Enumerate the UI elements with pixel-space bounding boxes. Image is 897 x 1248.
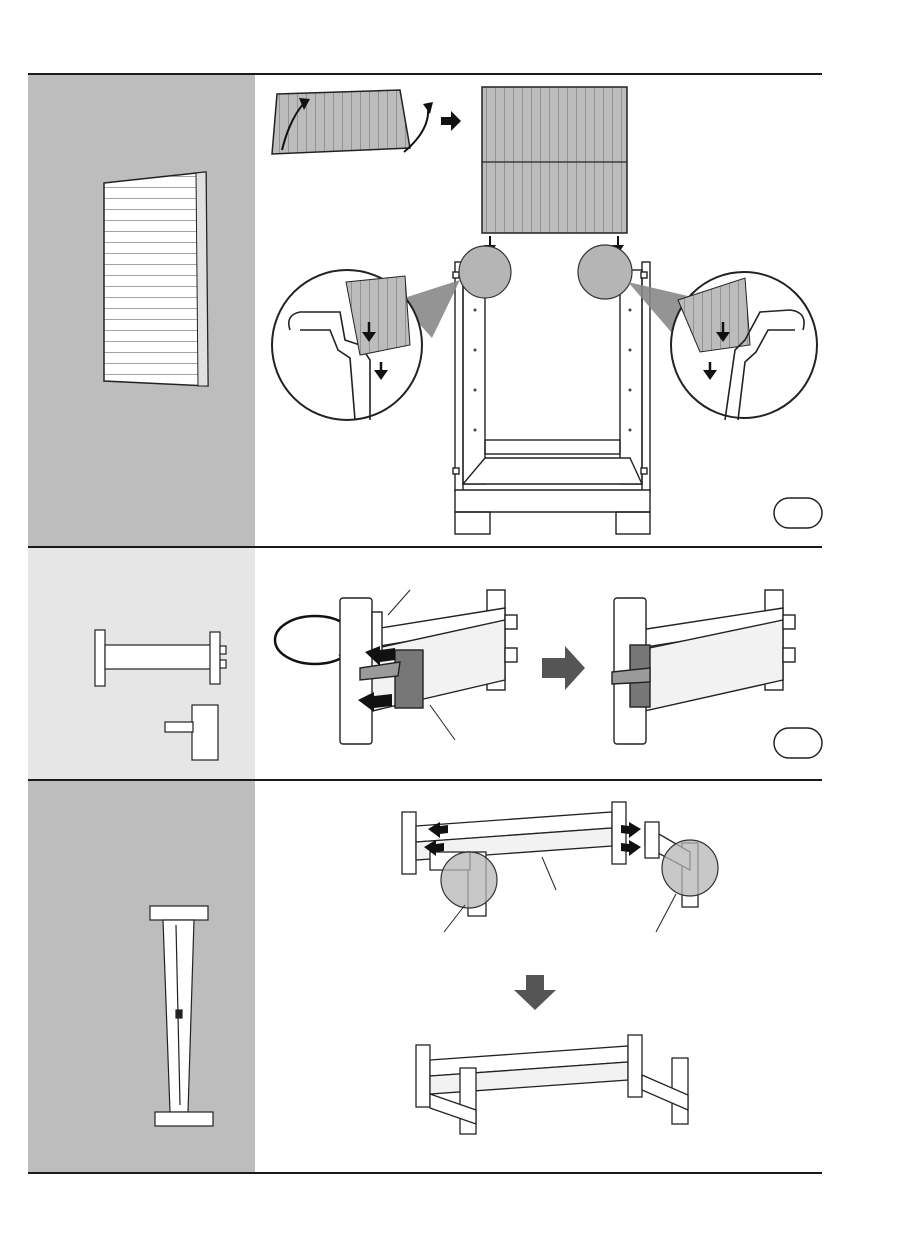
clip-assembly-after: [612, 590, 795, 744]
sidebar-clip-rail: [95, 630, 226, 686]
folded-panel: [272, 90, 433, 154]
sidebar-wall-panel: [104, 172, 208, 386]
step-badge-1: [774, 498, 822, 528]
clip-assembly-before: [340, 590, 517, 744]
base-exploded: [402, 802, 698, 916]
arrow-down-icon: [514, 975, 556, 1010]
cabinet-frame: [453, 262, 650, 534]
magnifier-circle-icon: [459, 246, 511, 298]
arrow-right-icon: [441, 111, 461, 131]
arrow-right-icon: [542, 646, 585, 690]
magnifier-circle-icon: [578, 245, 632, 299]
zoom-detail-right: [671, 272, 817, 420]
sidebar-base-beam: [150, 906, 213, 1126]
sidebar-clip-part: [165, 705, 218, 760]
magnifier-circle-icon: [662, 840, 718, 896]
zoom-detail-left: [272, 270, 422, 420]
unfolded-wall-panel: [482, 87, 627, 233]
step-badge-2: [774, 728, 822, 758]
magnifier-circle-icon: [441, 852, 497, 908]
base-assembled: [416, 1035, 688, 1134]
